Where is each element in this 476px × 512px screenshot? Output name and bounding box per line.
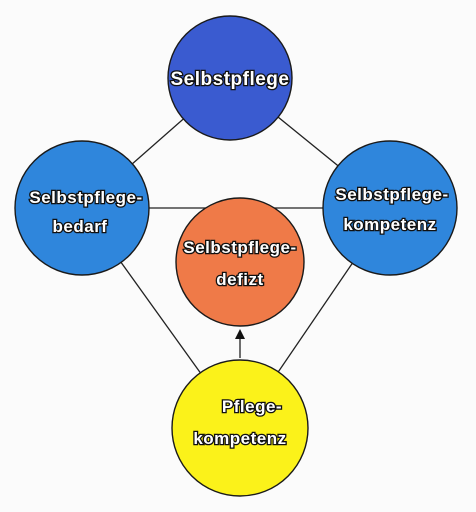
node-selbstpflegebedarf-label-line2: bedarf <box>53 217 108 236</box>
node-selbstpflege: Selbstpflege <box>167 15 293 141</box>
node-selbstpflege-label: Selbstpflege <box>171 69 290 90</box>
node-selbstpflegekompetenz: Selbstpflege- kompetenz <box>322 140 458 276</box>
node-selbstpflegekompetenz-circle <box>322 140 458 276</box>
node-pflegekompetenz-label-line1: Pflege- <box>222 397 282 416</box>
node-selbstpflegebedarf: Selbstpflege- bedarf <box>14 140 150 276</box>
node-selbstpflegebedarf-circle <box>14 140 150 276</box>
node-pflegekompetenz-label-line2: kompetenz <box>193 429 286 448</box>
node-pflegekompetenz-circle <box>171 359 309 497</box>
node-selbstpflegedefizit-circle <box>175 197 305 327</box>
node-selbstpflege-circle <box>167 15 293 141</box>
node-selbstpflegedefizit-label-line2: defizt <box>216 270 263 289</box>
node-selbstpflegebedarf-label-line1: Selbstpflege- <box>29 188 142 207</box>
node-selbstpflegekompetenz-label-line1: Selbstpflege- <box>335 185 448 204</box>
node-selbstpflegedefizit: Selbstpflege- defizt <box>175 197 305 327</box>
node-selbstpflegekompetenz-label-line2: kompetenz <box>343 215 436 234</box>
node-pflegekompetenz: Pflege- kompetenz <box>171 359 309 497</box>
node-selbstpflegedefizit-label-line1: Selbstpflege- <box>183 238 296 257</box>
